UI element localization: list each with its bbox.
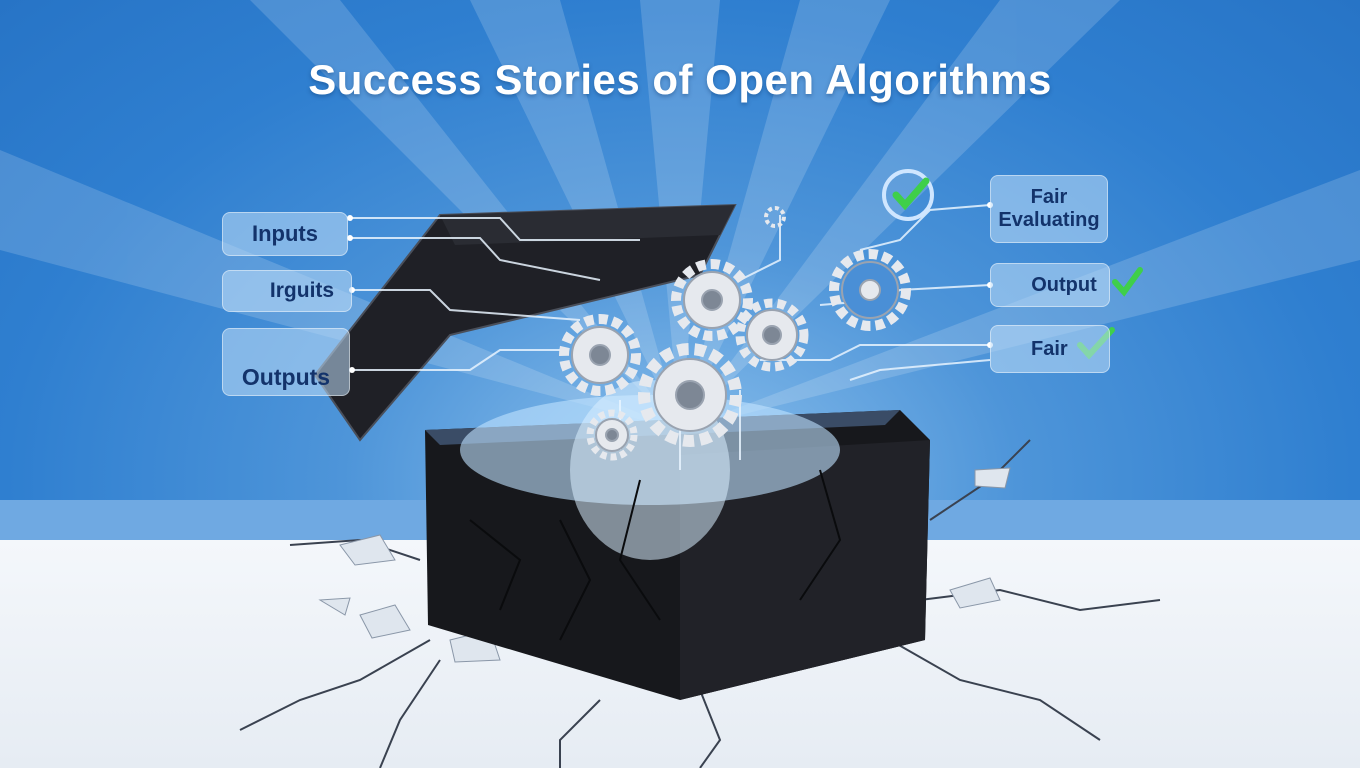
gear-icons	[559, 206, 911, 461]
check-icon	[1112, 267, 1143, 297]
check-circle-icon	[882, 169, 934, 221]
label-outputs: Outputs	[222, 328, 350, 396]
label-fair-evaluating: Fair Evaluating	[990, 175, 1108, 243]
label-inputs: Inputs	[222, 212, 348, 256]
label-output: Output	[990, 263, 1110, 307]
page-title: Success Stories of Open Algorithms	[308, 56, 1052, 103]
label-irguits: Irguits	[222, 270, 352, 312]
label-fair: Fair	[990, 325, 1110, 373]
